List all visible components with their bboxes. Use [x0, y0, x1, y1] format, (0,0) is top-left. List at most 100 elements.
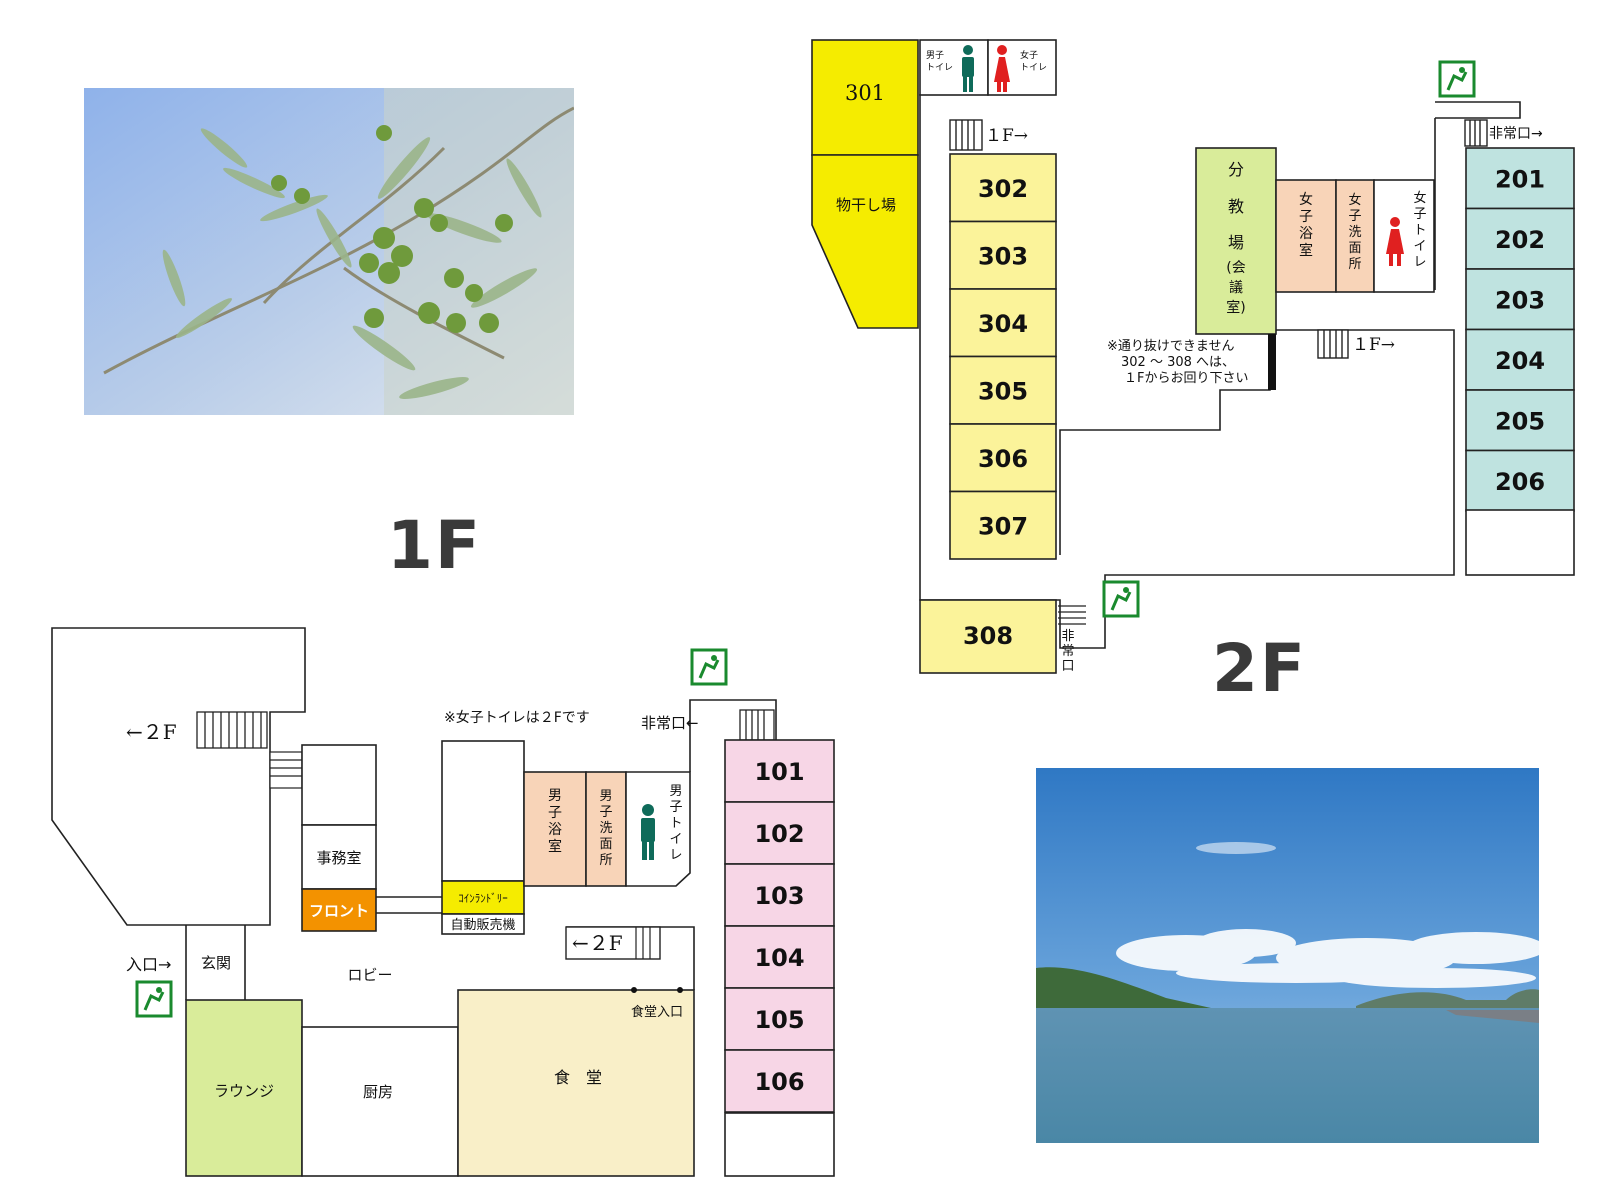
womens-washroom [1335, 179, 1375, 293]
room-206-label: 206 [1495, 468, 1545, 496]
exit-sign-icon-2f-bottom [1102, 580, 1140, 618]
svg-text:子: 子 [599, 805, 612, 820]
room-102-label: 102 [754, 820, 804, 848]
svg-text:男: 男 [669, 784, 682, 799]
svg-text:面: 面 [1348, 241, 1361, 256]
svg-text:洗: 洗 [1348, 225, 1361, 240]
emergency-exit-top-label: 非常口→ [1489, 126, 1543, 142]
lobby-label: ロビー [347, 966, 392, 984]
room-105-label: 105 [754, 1006, 804, 1034]
kitchen-room [301, 1026, 459, 1177]
stairs-1f-label-a: １F→ [985, 126, 1028, 146]
room-304-label: 304 [978, 310, 1028, 338]
room-201 [1465, 147, 1575, 210]
svg-text:ト: ト [669, 816, 682, 831]
svg-text:子: 子 [1348, 209, 1361, 224]
vending-machine-label: 自動販売機 [450, 917, 515, 933]
olive-branch-photo [84, 88, 574, 415]
room-303 [949, 220, 1057, 290]
svg-text:洗: 洗 [599, 821, 612, 836]
mens-washroom-label: 男 子 洗 面 所 [599, 789, 612, 868]
floor-2-label: 2F [1212, 630, 1308, 707]
seascape-photo [1036, 768, 1539, 1143]
dining-door [631, 987, 683, 993]
office-label: 事務室 [316, 849, 361, 867]
stairs-1f-right [1317, 329, 1349, 359]
womens-toilet [1373, 179, 1435, 293]
stairs-2f-left-label: ←２F [126, 720, 177, 744]
womens-toilet-small-label-2: トイレ [1020, 63, 1047, 73]
room-303-label: 303 [978, 242, 1028, 270]
lounge-room [185, 999, 303, 1177]
svg-text:室: 室 [548, 838, 562, 855]
svg-text:レ: レ [1413, 255, 1426, 270]
male-figure-icon [962, 45, 974, 92]
drying-area [811, 154, 919, 329]
dining-entrance-label: 食堂入口 [631, 1004, 683, 1020]
svg-text:浴: 浴 [1299, 226, 1313, 242]
svg-text:イ: イ [669, 832, 682, 847]
svg-text:女: 女 [1299, 191, 1313, 208]
room-308 [919, 599, 1057, 674]
coin-laundry [441, 880, 525, 915]
svg-text:面: 面 [599, 837, 612, 852]
stairs-emergency-top [1464, 119, 1488, 147]
mens-bath [523, 771, 587, 887]
room-204-label: 204 [1495, 347, 1545, 375]
stairs-connector [269, 751, 303, 789]
floor-1-outline [51, 627, 306, 926]
note-line-2: 302 ～ 308 へは、 [1121, 355, 1235, 370]
classroom-meeting-room [1195, 147, 1277, 335]
stairs-2f-right-label: ←２F [572, 931, 623, 955]
front-desk-label: フロント [309, 902, 369, 920]
stairs-emergency-bottom [1058, 605, 1086, 625]
classroom-label-4: (会 [1226, 260, 1245, 276]
mens-toilet-2f-small [919, 39, 989, 96]
svg-text:子: 子 [1413, 207, 1426, 222]
room-204 [1465, 328, 1575, 391]
stairs-1f-label-b: １F→ [1352, 335, 1395, 355]
room-101-label: 101 [754, 758, 804, 786]
room-307 [949, 490, 1057, 560]
room-308-label: 308 [963, 622, 1013, 650]
svg-text:女: 女 [1413, 190, 1426, 206]
stairs-emergency-1f [739, 709, 775, 741]
womens-bath-label: 女 子 浴 室 [1299, 191, 1313, 259]
room-1f-end [724, 1112, 835, 1177]
room-105 [724, 987, 835, 1051]
room-306-label: 306 [978, 445, 1028, 473]
svg-text:室: 室 [1299, 242, 1313, 259]
room-103 [724, 863, 835, 927]
svg-text:所: 所 [599, 853, 612, 868]
room-202 [1465, 207, 1575, 270]
genkan-label: 玄関 [201, 954, 231, 972]
room-102 [724, 801, 835, 865]
dining-room [457, 989, 695, 1177]
front-desk [301, 888, 377, 932]
svg-text:子: 子 [548, 805, 562, 821]
storage-room-2-1f [441, 740, 525, 882]
classroom-label-5: 議 [1229, 279, 1243, 296]
room-301-label: 301 [845, 81, 885, 105]
svg-text:ト: ト [1413, 223, 1426, 238]
kitchen-label: 厨房 [363, 1083, 393, 1101]
emergency-exit-bottom-label-2: 常 [1061, 644, 1074, 659]
female-figure-icon-large [1386, 217, 1404, 266]
exit-sign-icon-1f-bottom [135, 980, 173, 1018]
svg-text:所: 所 [1348, 257, 1361, 272]
lounge-label: ラウンジ [214, 1082, 274, 1100]
male-figure-icon-large [641, 804, 655, 860]
room-106-label: 106 [754, 1068, 804, 1096]
room-104-label: 104 [754, 944, 804, 972]
svg-text:子: 子 [669, 800, 682, 815]
stairs-2f-right-steps [635, 927, 651, 959]
office-room [301, 824, 377, 890]
entrance-label: 入口→ [126, 955, 171, 974]
svg-text:子: 子 [1299, 209, 1313, 225]
room-205-label: 205 [1495, 407, 1545, 435]
womens-toilet-note: ※女子トイレは２Fです [444, 709, 590, 726]
svg-text:男: 男 [548, 788, 562, 804]
svg-text:男: 男 [599, 789, 612, 804]
